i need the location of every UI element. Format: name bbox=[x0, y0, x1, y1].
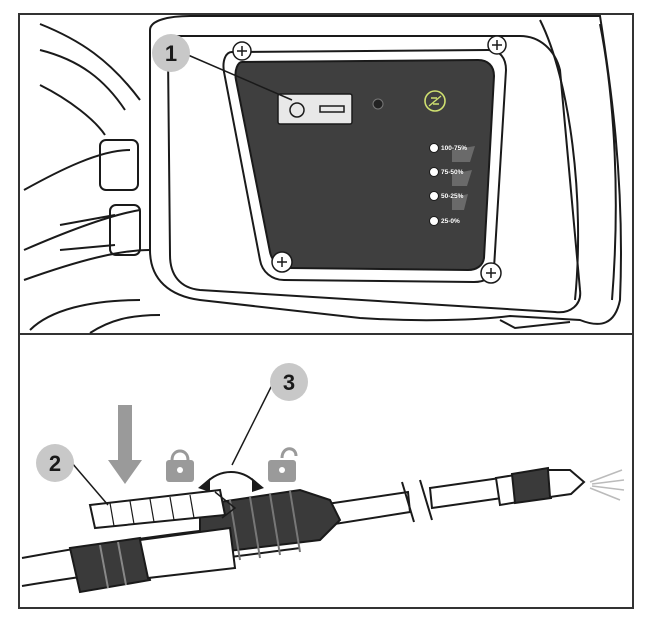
battery-level-label: 75-50% bbox=[441, 169, 464, 176]
callout-1: 1 bbox=[152, 34, 190, 72]
callout-2: 2 bbox=[36, 444, 74, 482]
control-panel-bezel bbox=[222, 48, 508, 284]
battery-led-1: 100-75% bbox=[429, 143, 467, 153]
rotate-arrow-icon bbox=[198, 471, 264, 492]
unlock-icon bbox=[268, 447, 298, 482]
callout-3: 3 bbox=[270, 363, 308, 401]
lance-tube bbox=[318, 476, 504, 528]
indicator-hole bbox=[372, 98, 384, 110]
battery-indicator: 100-75% 75-50% 50-25% 25-0% bbox=[429, 143, 475, 226]
callout-2-number: 2 bbox=[49, 451, 61, 476]
power-switch[interactable] bbox=[277, 93, 353, 125]
callout-1-number: 1 bbox=[165, 41, 177, 66]
hose-fitting bbox=[68, 526, 237, 594]
screw-icon bbox=[480, 262, 502, 284]
callout-2-leader bbox=[71, 462, 109, 506]
coupling bbox=[199, 488, 342, 561]
battery-led-2: 75-50% bbox=[429, 167, 464, 177]
spray bbox=[589, 469, 625, 501]
lock-icon bbox=[166, 449, 194, 482]
screw-icon bbox=[487, 35, 507, 55]
battery-level-label: 50-25% bbox=[441, 193, 464, 200]
control-panel bbox=[234, 58, 496, 272]
nozzle bbox=[494, 466, 586, 507]
brand-logo-icon bbox=[424, 90, 446, 112]
screw-icon bbox=[271, 251, 293, 273]
device-housing bbox=[23, 15, 622, 334]
callout-1-leader bbox=[187, 54, 293, 101]
callout-3-number: 3 bbox=[283, 370, 295, 395]
battery-led-4: 25-0% bbox=[429, 216, 460, 226]
down-arrow-icon bbox=[108, 405, 142, 484]
battery-level-label: 25-0% bbox=[441, 218, 460, 225]
battery-led-3: 50-25% bbox=[429, 191, 464, 201]
screw-icon bbox=[232, 41, 252, 61]
callout-3-leader bbox=[231, 384, 273, 466]
trigger-lever[interactable] bbox=[88, 488, 237, 530]
battery-level-label: 100-75% bbox=[441, 145, 467, 152]
